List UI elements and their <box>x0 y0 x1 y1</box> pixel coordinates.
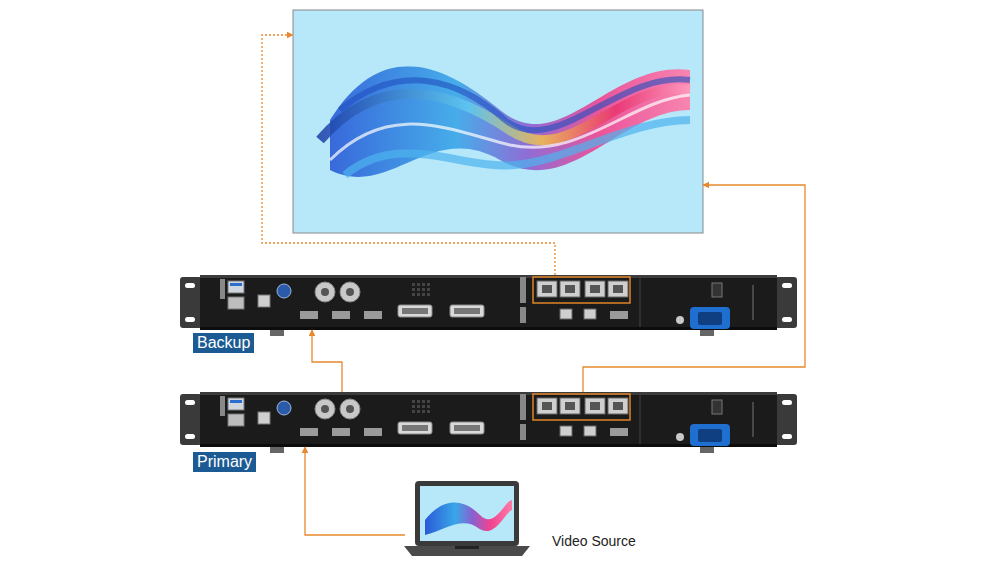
led-display <box>293 10 703 233</box>
backup-controller: Backup <box>180 275 797 330</box>
video-source-laptop: Video Source <box>405 480 530 557</box>
primary-controller: Primary <box>180 392 797 447</box>
signal-cable <box>583 185 805 392</box>
device-label: Primary <box>193 452 256 472</box>
signal-cable <box>312 330 342 392</box>
signal-cable <box>262 35 555 275</box>
source-label: Video Source <box>552 533 636 550</box>
signal-cable <box>305 447 405 535</box>
device-label: Backup <box>193 333 254 353</box>
